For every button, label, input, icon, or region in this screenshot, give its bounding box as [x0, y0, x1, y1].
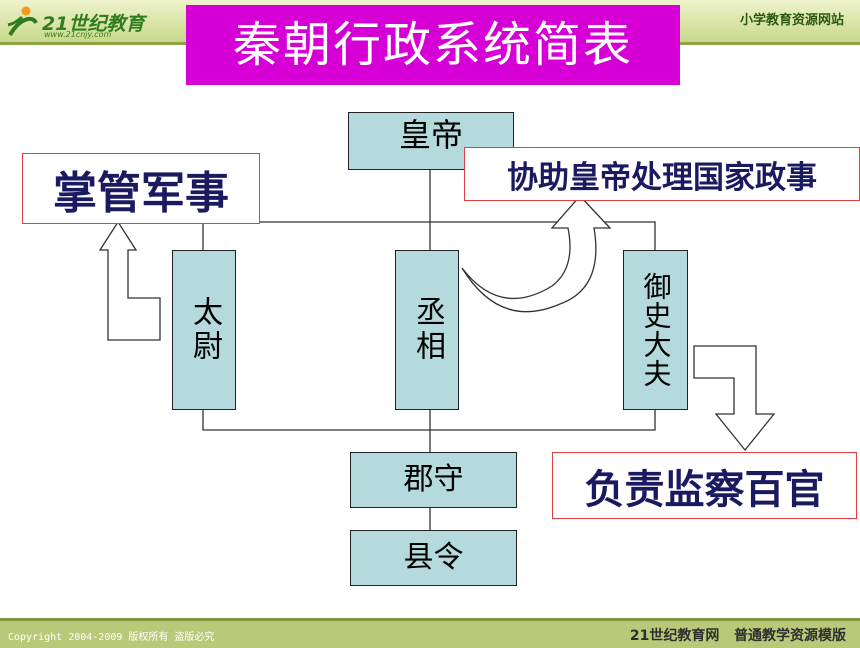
logo: 21世纪教育 www.21cnjy.com: [6, 3, 156, 41]
footer: Copyright 2004-2009 版权所有 盗版必究 21世纪教育网 普通…: [0, 618, 860, 648]
node-xianling-label: 县令: [403, 540, 464, 575]
node-emperor-label: 皇帝: [398, 116, 463, 154]
logo-url: www.21cnjy.com: [44, 30, 112, 39]
note-supervise-text: 负责监察百官: [584, 466, 825, 513]
logo-text: 21世纪教育: [42, 13, 145, 35]
node-taiwei: 太尉: [172, 250, 236, 410]
note-assist: 协助皇帝处理国家政事: [464, 147, 860, 201]
node-chengxiang: 丞相: [395, 250, 459, 410]
note-assist-text: 协助皇帝处理国家政事: [507, 159, 817, 196]
arrow-down-supervise: [693, 345, 776, 452]
curved-arrow-assist: [461, 195, 612, 313]
note-military: 掌管军事: [22, 153, 260, 224]
page-title: 秦朝行政系统简表: [186, 5, 680, 85]
footer-brand: 21世纪教育网 普通教学资源模版: [629, 628, 846, 644]
site-name: 小学教育资源网站: [739, 13, 844, 28]
runner-icon: [7, 6, 38, 37]
node-taiwei-label: 太尉: [187, 296, 222, 364]
node-chengxiang-label: 丞相: [410, 296, 445, 364]
copyright-text: Copyright 2004-2009 版权所有 盗版必究: [8, 632, 215, 643]
node-xianling: 县令: [350, 530, 517, 586]
node-yushi-label: 御史大夫: [639, 272, 673, 388]
node-junshou: 郡守: [350, 452, 517, 508]
note-military-text: 掌管军事: [53, 167, 229, 219]
node-junshou-label: 郡守: [403, 462, 464, 497]
arrow-up-military: [98, 220, 161, 341]
note-supervise: 负责监察百官: [552, 452, 857, 519]
node-yushi: 御史大夫: [623, 250, 688, 410]
